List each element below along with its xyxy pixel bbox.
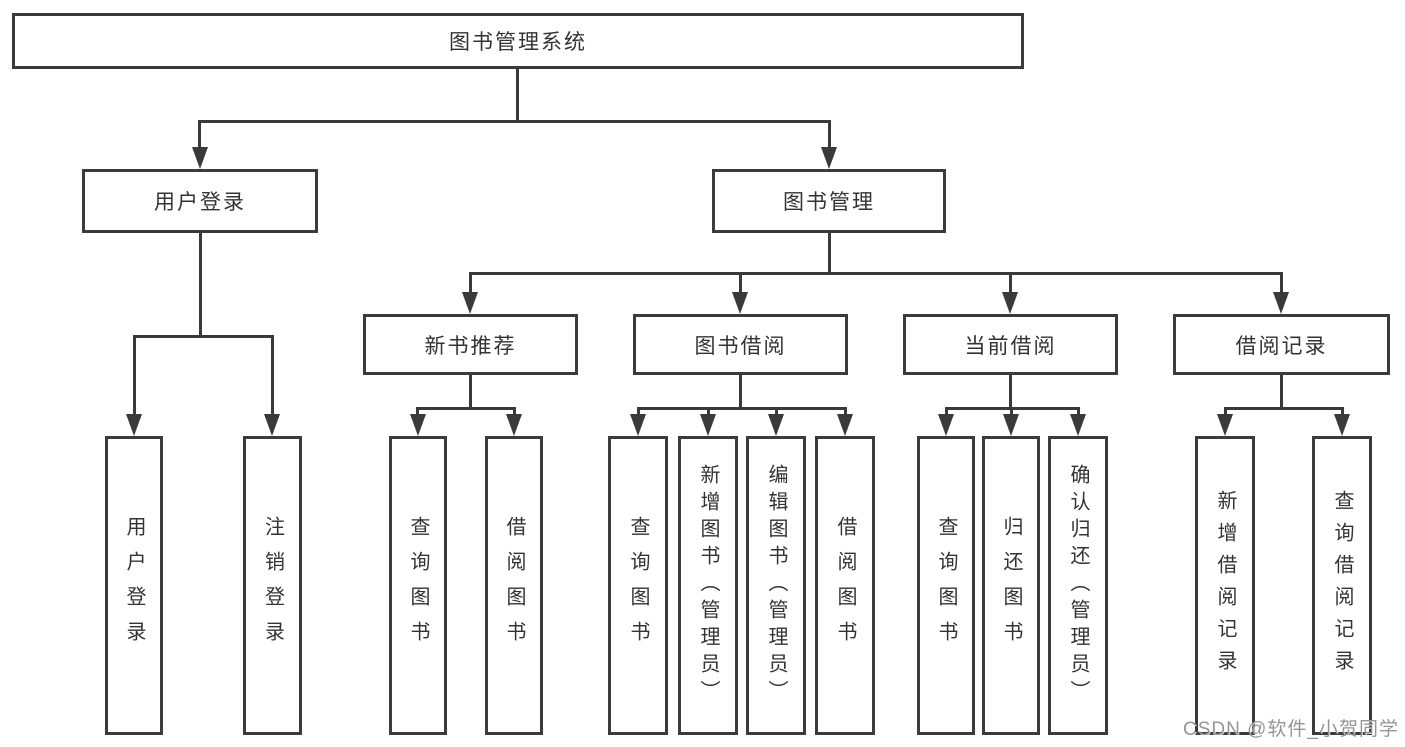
leaf-query-borrow-record-label: 查询借阅记录	[1331, 489, 1353, 682]
leaf-user-login-label: 用户登录	[123, 515, 145, 656]
leaf-add-books-admin-label: 新增图书（管理员）	[697, 464, 719, 707]
leaf-return-books: 归还图书	[982, 436, 1040, 735]
arrow-down-icon	[1334, 414, 1350, 436]
leaf-query-books-recommend-label: 查询图书	[407, 515, 429, 656]
arrow-down-icon	[837, 414, 853, 436]
node-new-book-recommend-label: 新书推荐	[424, 334, 517, 358]
leaf-add-borrow-record: 新增借阅记录	[1195, 436, 1255, 735]
connector-line	[1009, 272, 1012, 292]
arrow-down-icon	[1070, 414, 1086, 436]
connector-line	[637, 407, 640, 414]
connector-line	[416, 407, 419, 414]
connector-line	[1224, 407, 1227, 414]
leaf-borrow-books-borrow: 借阅图书	[815, 436, 875, 735]
node-current-borrow-label: 当前借阅	[964, 334, 1057, 358]
node-user-login-label: 用户登录	[154, 191, 246, 214]
connector-line	[637, 407, 846, 410]
connector-line	[828, 120, 831, 147]
connector-line	[416, 407, 515, 410]
node-new-book-recommend: 新书推荐	[363, 314, 578, 375]
connector-line	[1224, 407, 1343, 410]
leaf-query-books-current: 查询图书	[917, 436, 975, 735]
arrow-down-icon	[1273, 292, 1289, 314]
connector-line	[739, 272, 742, 292]
connector-line	[133, 335, 136, 414]
leaf-add-books-admin: 新增图书（管理员）	[678, 436, 738, 735]
node-borrow-records-label: 借阅记录	[1235, 334, 1328, 358]
connector-line	[1280, 272, 1283, 292]
leaf-edit-books-admin-label: 编辑图书（管理员）	[765, 464, 787, 707]
leaf-add-borrow-record-label: 新增借阅记录	[1214, 489, 1236, 682]
connector-line	[707, 407, 710, 414]
arrow-down-icon	[630, 414, 646, 436]
connector-line	[1077, 407, 1080, 414]
node-current-borrow: 当前借阅	[903, 314, 1118, 375]
node-borrow-records: 借阅记录	[1173, 314, 1390, 375]
leaf-query-books-borrow: 查询图书	[608, 436, 668, 735]
node-book-management: 图书管理	[712, 169, 946, 233]
leaf-borrow-books-recommend-label: 借阅图书	[503, 515, 525, 656]
leaf-confirm-return-admin-label: 确认归还（管理员）	[1067, 464, 1089, 707]
arrow-down-icon	[1003, 414, 1019, 436]
leaf-return-books-label: 归还图书	[1000, 515, 1022, 656]
connector-line	[271, 335, 274, 414]
connector-line	[469, 272, 472, 292]
connector-line	[1010, 407, 1013, 414]
connector-line	[513, 407, 516, 414]
arrow-down-icon	[192, 147, 208, 169]
connector-line	[198, 120, 201, 147]
node-user-login: 用户登录	[82, 169, 318, 233]
leaf-confirm-return-admin: 确认归还（管理员）	[1048, 436, 1108, 735]
connector-line	[1009, 375, 1012, 407]
leaf-query-borrow-record: 查询借阅记录	[1312, 436, 1372, 735]
leaf-query-books-borrow-label: 查询图书	[627, 515, 649, 656]
leaf-borrow-books-recommend: 借阅图书	[485, 436, 543, 735]
arrow-down-icon	[1217, 414, 1233, 436]
arrow-down-icon	[700, 414, 716, 436]
leaf-user-login: 用户登录	[105, 436, 163, 735]
connector-line	[945, 407, 948, 414]
arrow-down-icon	[768, 414, 784, 436]
arrow-down-icon	[938, 414, 954, 436]
watermark: CSDN @软件_小贺同学	[1183, 719, 1399, 740]
arrow-down-icon	[462, 292, 478, 314]
arrow-down-icon	[264, 414, 280, 436]
connector-line	[828, 233, 831, 272]
connector-line	[469, 272, 1282, 275]
leaf-edit-books-admin: 编辑图书（管理员）	[746, 436, 806, 735]
connector-line	[199, 233, 202, 335]
connector-line	[775, 407, 778, 414]
node-root-label: 图书管理系统	[449, 31, 587, 54]
arrow-down-icon	[1002, 292, 1018, 314]
arrow-down-icon	[506, 414, 522, 436]
arrow-down-icon	[410, 414, 426, 436]
connector-line	[198, 120, 830, 123]
arrow-down-icon	[821, 147, 837, 169]
node-book-borrow-label: 图书借阅	[694, 334, 787, 358]
leaf-logout: 注销登录	[243, 436, 302, 735]
connector-line	[844, 407, 847, 414]
connector-line	[739, 375, 742, 407]
leaf-query-books-recommend: 查询图书	[389, 436, 447, 735]
connector-line	[1341, 407, 1344, 414]
arrow-down-icon	[732, 292, 748, 314]
node-book-management-label: 图书管理	[783, 191, 875, 214]
arrow-down-icon	[126, 414, 142, 436]
connector-line	[133, 335, 274, 338]
node-book-borrow: 图书借阅	[633, 314, 848, 375]
node-root: 图书管理系统	[12, 13, 1024, 69]
connector-line	[1280, 375, 1283, 407]
connector-line	[516, 69, 519, 120]
connector-line	[469, 375, 472, 407]
leaf-logout-label: 注销登录	[261, 515, 284, 656]
leaf-borrow-books-borrow-label: 借阅图书	[834, 515, 856, 656]
leaf-query-books-current-label: 查询图书	[935, 515, 957, 656]
